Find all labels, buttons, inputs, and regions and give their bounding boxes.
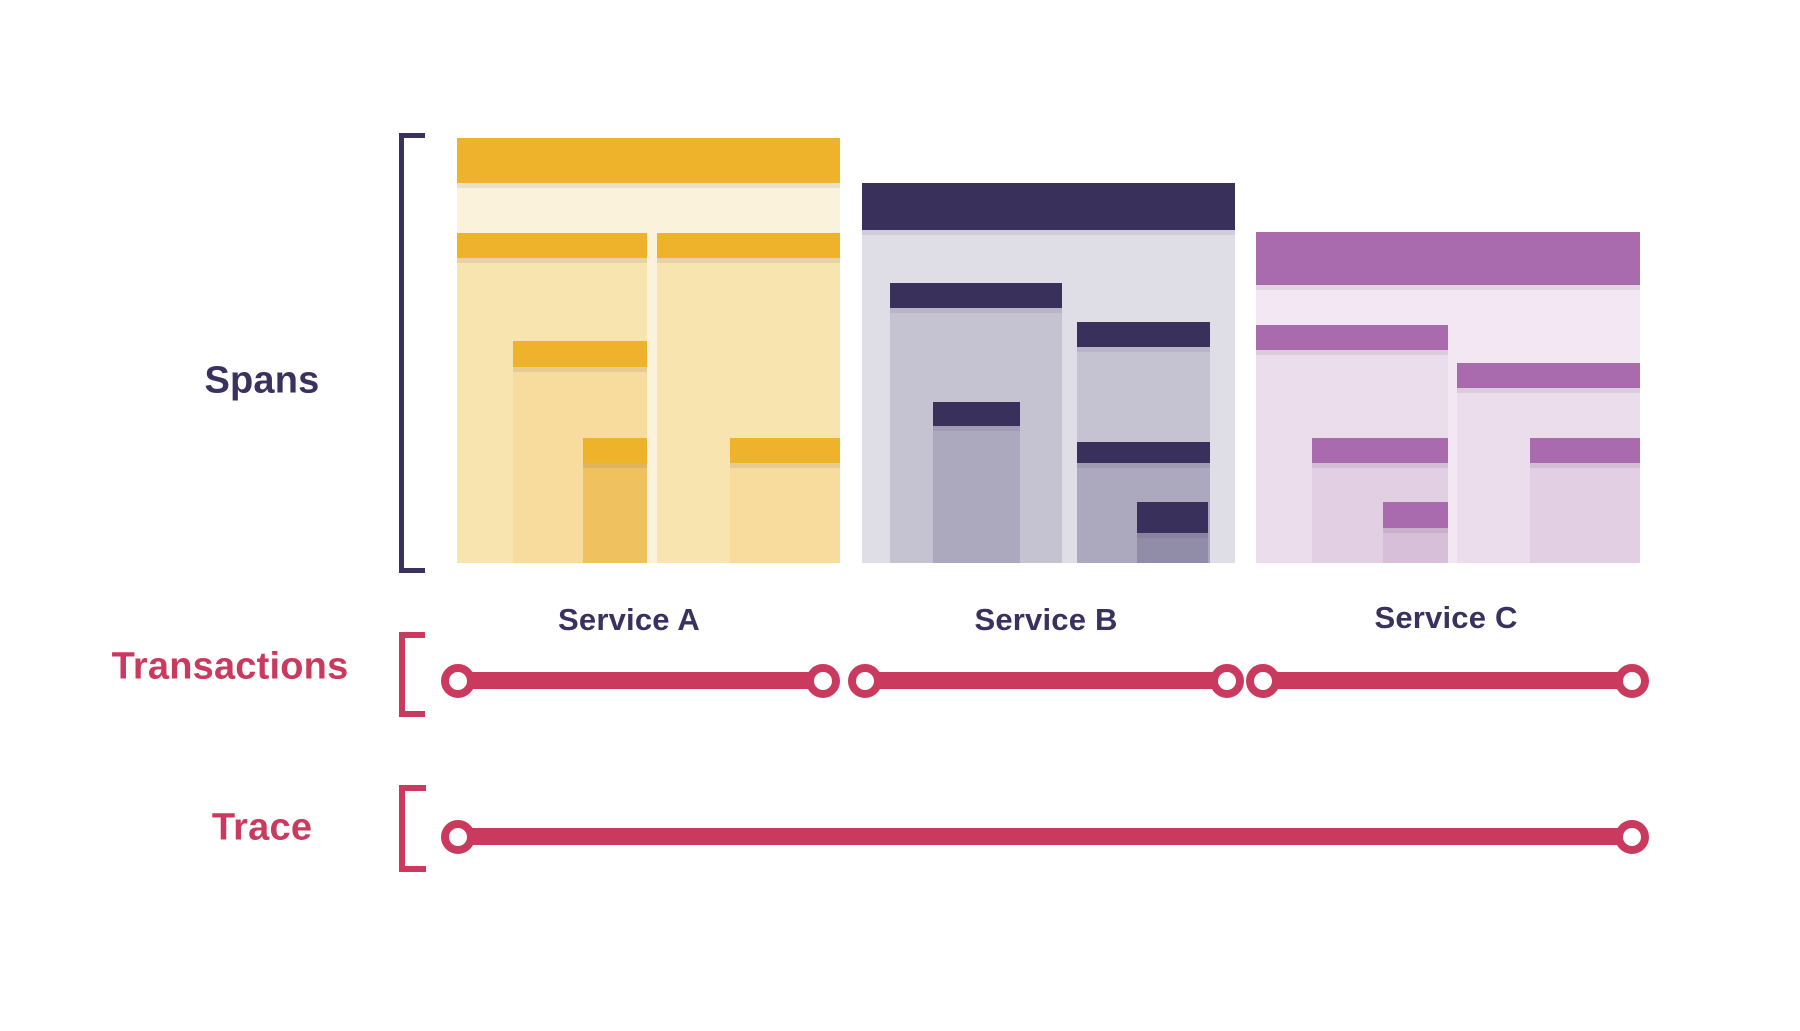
span-header <box>1137 502 1208 533</box>
transaction-line <box>458 672 823 689</box>
span-body <box>1530 463 1640 563</box>
service-label-2: Service C <box>1374 600 1518 635</box>
span-header <box>730 438 840 463</box>
span-header <box>1256 232 1640 285</box>
span-body <box>583 463 647 563</box>
span-header <box>1457 363 1640 388</box>
trace-bracket-bottom-tick <box>399 866 426 872</box>
service-label-0: Service A <box>558 602 700 637</box>
spans-bracket-bottom-tick <box>399 568 425 573</box>
transaction-endpoint-end <box>806 664 840 698</box>
span-body <box>1383 528 1448 563</box>
transactions-bracket-top-tick <box>399 632 425 638</box>
span-body <box>730 463 840 563</box>
span-header <box>513 341 647 367</box>
span-header <box>1383 502 1448 528</box>
trace-line <box>458 828 1632 845</box>
transaction-line <box>1263 672 1632 689</box>
span-header <box>862 183 1235 230</box>
trace-endpoint-start <box>441 820 475 854</box>
span-header <box>1530 438 1640 463</box>
transaction-endpoint-end <box>1615 664 1649 698</box>
transaction-line <box>865 672 1227 689</box>
trace-bracket-top-tick <box>399 785 426 791</box>
span-header <box>933 402 1020 426</box>
transactions-label: Transactions <box>111 645 349 688</box>
span-header <box>1077 442 1210 463</box>
transaction-endpoint-start <box>1246 664 1280 698</box>
transaction-endpoint-start <box>441 664 475 698</box>
span-body <box>933 426 1020 563</box>
span-body <box>1137 533 1208 563</box>
transactions-bracket-bottom-tick <box>399 711 425 717</box>
transaction-endpoint-end <box>1210 664 1244 698</box>
trace-label: Trace <box>211 806 313 849</box>
trace-bracket <box>399 785 405 872</box>
span-header <box>1312 438 1448 463</box>
span-header <box>890 283 1062 308</box>
transactions-bracket <box>399 632 405 717</box>
trace-endpoint-end <box>1615 820 1649 854</box>
spans-bracket-top-tick <box>399 133 425 138</box>
span-header <box>1077 322 1210 347</box>
span-header <box>583 438 647 463</box>
spans-bracket <box>399 133 404 573</box>
span-header <box>457 138 840 183</box>
spans-label: Spans <box>204 359 320 402</box>
span-header <box>457 233 647 258</box>
transaction-endpoint-start <box>848 664 882 698</box>
span-header <box>657 233 840 258</box>
service-label-1: Service B <box>974 602 1118 637</box>
span-header <box>1256 325 1448 350</box>
